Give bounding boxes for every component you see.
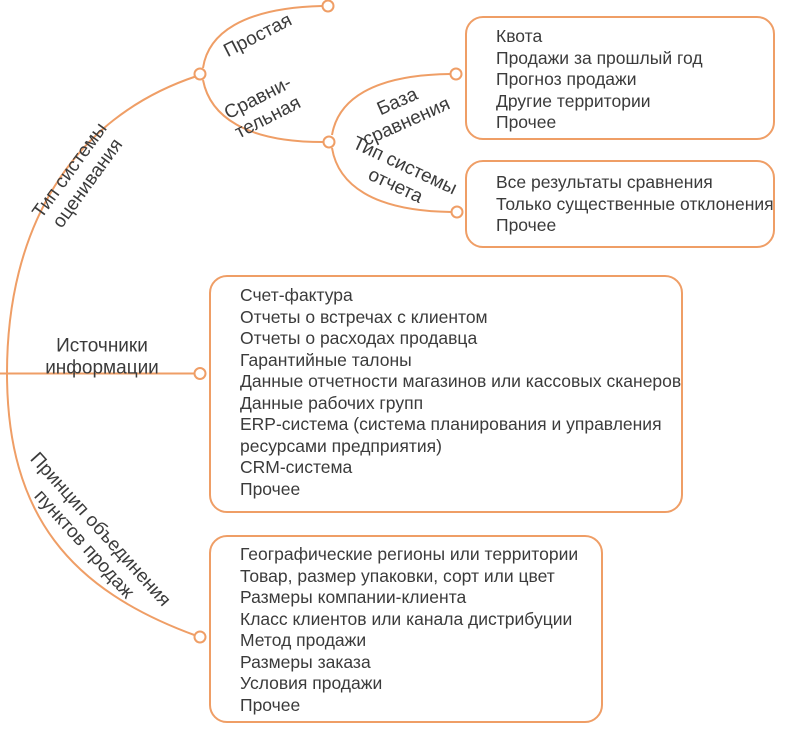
- list-item: Данные отчетности магазинов или кассовых…: [240, 371, 682, 391]
- list-item: Квота: [496, 26, 543, 46]
- branch-line-evaluation-type: [6, 75, 198, 374]
- list-item: ERP-система (система планирования и упра…: [240, 414, 662, 456]
- branch-line-report-type: [331, 147, 452, 213]
- list-item: Размеры компании-клиента: [240, 587, 467, 607]
- list-item: Прочее: [240, 478, 301, 499]
- list-item: Географические регионы или территории: [240, 544, 579, 564]
- node-circle-comparative-split: [322, 135, 336, 149]
- list-item: Отчеты о расходах продавца: [240, 328, 478, 348]
- list-item: Только существенные отклонения: [496, 193, 774, 214]
- list-item: CRM-система: [240, 457, 353, 477]
- label-line: Источники: [56, 335, 148, 357]
- label-line: информации: [45, 357, 159, 378]
- list-item: Прочее: [496, 112, 557, 132]
- list-item: Прочее: [496, 215, 557, 235]
- node-circle-report-type: [450, 205, 464, 219]
- label-info-sources: Источники информации: [45, 336, 159, 379]
- list-item: Счет-фактура: [240, 285, 353, 305]
- list-item: Отчеты о встречах с клиентом: [240, 306, 488, 327]
- list-item: Продажи за прошлый год: [496, 47, 703, 68]
- list-item: Гарантийные талоны: [240, 349, 412, 370]
- list-item: Прочее: [240, 694, 301, 715]
- node-circle-simple-end: [321, 0, 335, 13]
- branch-line-grouping-principle: [6, 372, 198, 637]
- list-item: Другие территории: [496, 90, 651, 111]
- branch-line-comparison-base: [331, 73, 451, 136]
- info-sources-box: Счет-фактура Отчеты о встречах с клиенто…: [209, 275, 683, 513]
- list-item: Метод продажи: [240, 630, 367, 650]
- branch-line-comparative: [202, 79, 324, 143]
- node-circle-info-sources: [193, 367, 207, 380]
- comparison-base-box: Квота Продажи за прошлый год Прогноз про…: [465, 16, 775, 140]
- report-type-box: Все результаты сравнения Только существе…: [465, 160, 775, 248]
- node-circle-comparison-base: [449, 67, 463, 81]
- list-item: Товар, размер упаковки, сорт или цвет: [240, 565, 555, 586]
- list-item: Класс клиентов или канала дистрибуции: [240, 608, 573, 629]
- branch-line-simple: [202, 5, 323, 69]
- list-item: Условия продажи: [240, 673, 383, 693]
- grouping-box: Географические регионы или территории То…: [209, 535, 603, 723]
- list-item: Размеры заказа: [240, 651, 371, 672]
- list-item: Все результаты сравнения: [496, 172, 713, 192]
- node-circle-evaluation-split: [193, 67, 207, 81]
- list-item: Данные рабочих групп: [240, 392, 424, 413]
- node-circle-grouping: [193, 630, 207, 644]
- list-item: Прогноз продажи: [496, 69, 637, 89]
